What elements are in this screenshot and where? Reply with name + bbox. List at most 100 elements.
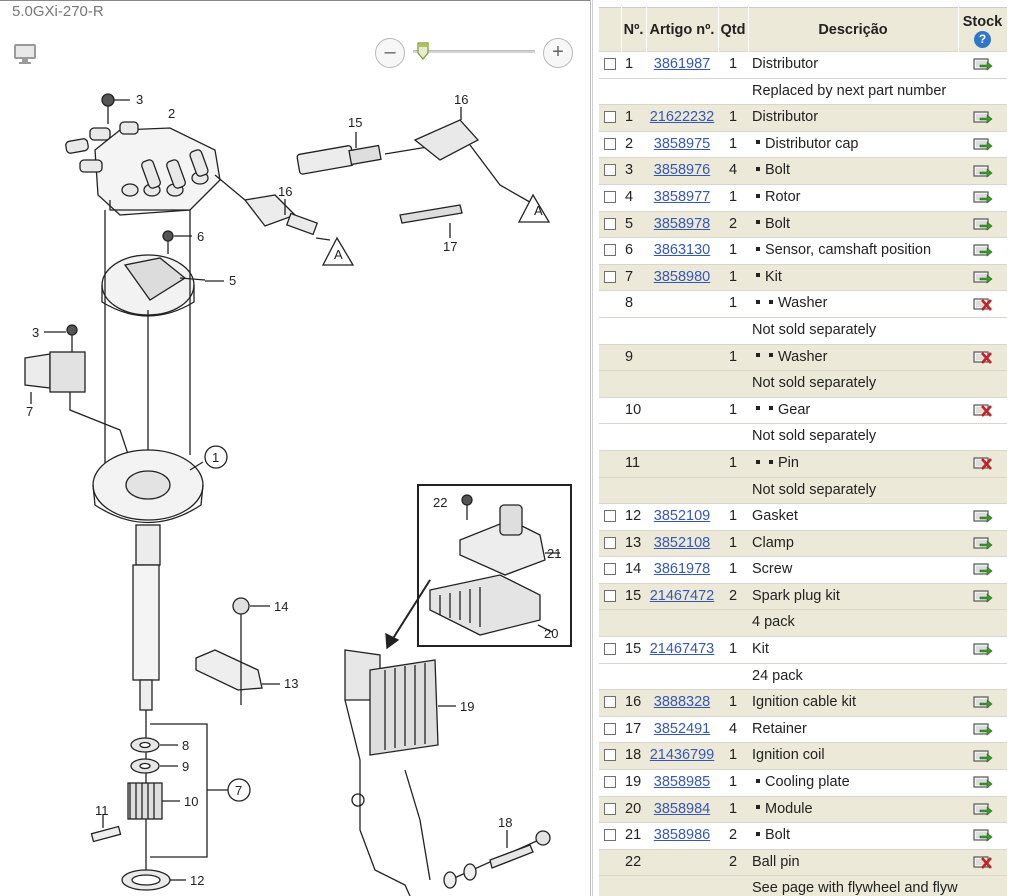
article-cell: 3852108	[646, 529, 718, 557]
zoom-slider-handle[interactable]	[417, 42, 429, 60]
row-checkbox[interactable]	[604, 563, 616, 576]
select-cell	[599, 556, 621, 584]
description-text: Distributor cap	[765, 135, 859, 152]
stock-available-icon[interactable]	[972, 136, 993, 152]
description-text: Washer	[778, 348, 828, 365]
article-link[interactable]: 3858975	[653, 135, 711, 152]
description-text: Bolt	[765, 827, 790, 844]
stock-available-icon[interactable]	[972, 827, 993, 843]
help-icon[interactable]: ?	[974, 30, 991, 48]
stock-available-icon[interactable]	[972, 747, 993, 763]
stock-available-icon[interactable]	[972, 269, 993, 285]
article-link[interactable]: 3858984	[653, 800, 711, 817]
callout-7: 7	[235, 783, 242, 798]
stock-available-icon[interactable]	[972, 774, 993, 790]
article-cell: 3858984	[646, 795, 718, 823]
stock-available-icon[interactable]	[972, 561, 993, 577]
description-text: Gasket	[752, 508, 798, 525]
stock-available-icon[interactable]	[972, 801, 993, 817]
stock-cell	[958, 848, 1007, 876]
stock-available-icon[interactable]	[972, 216, 993, 232]
table-row-note: 4 pack	[599, 609, 1007, 637]
stock-available-icon[interactable]	[972, 588, 993, 604]
article-link[interactable]: 3858985	[653, 774, 711, 791]
stock-available-icon[interactable]	[972, 56, 993, 72]
article-link[interactable]: 3858976	[653, 162, 711, 179]
article-link[interactable]: 3852109	[653, 508, 711, 525]
stock-header-label: Stock	[962, 13, 1003, 30]
article-link[interactable]: 3858977	[653, 188, 711, 205]
article-cell: 21622232	[646, 104, 718, 132]
indent-bullet	[756, 353, 760, 358]
row-checkbox[interactable]	[604, 111, 616, 124]
stock-cell	[958, 715, 1007, 743]
row-checkbox[interactable]	[604, 244, 616, 257]
article-link[interactable]: 3888328	[653, 694, 711, 711]
article-link[interactable]: 21467472	[649, 587, 715, 604]
article-link[interactable]: 21436799	[649, 747, 715, 764]
row-checkbox[interactable]	[604, 270, 616, 283]
stock-cell	[958, 104, 1007, 132]
row-checkbox[interactable]	[604, 536, 616, 549]
article-link[interactable]: 3852491	[653, 720, 711, 737]
stock-unavailable-icon[interactable]	[972, 295, 993, 311]
row-checkbox[interactable]	[604, 164, 616, 177]
zoom-slider-track[interactable]	[413, 50, 535, 53]
stock-available-icon[interactable]	[972, 242, 993, 258]
stock-available-icon[interactable]	[972, 109, 993, 125]
row-checkbox[interactable]	[604, 749, 616, 762]
article-link[interactable]: 3852108	[653, 534, 711, 551]
stock-cell	[958, 130, 1007, 158]
row-checkbox[interactable]	[604, 58, 616, 70]
article-link[interactable]: 3858986	[653, 827, 711, 844]
stock-available-icon[interactable]	[972, 694, 993, 710]
row-checkbox[interactable]	[604, 217, 616, 230]
row-checkbox[interactable]	[604, 696, 616, 709]
article-link[interactable]: 3861978	[653, 561, 711, 578]
stock-unavailable-icon[interactable]	[972, 349, 993, 365]
article-link[interactable]: 21622232	[649, 109, 715, 126]
row-checkbox[interactable]	[604, 510, 616, 523]
stock-available-icon[interactable]	[972, 508, 993, 524]
stock-available-icon[interactable]	[972, 162, 993, 178]
article-link[interactable]: 3858980	[653, 268, 711, 285]
stock-unavailable-icon[interactable]	[972, 854, 993, 870]
zoom-out-button[interactable]: –	[375, 38, 405, 68]
stock-available-icon[interactable]	[972, 189, 993, 205]
article-link[interactable]: 3861987	[653, 56, 711, 72]
description-text: Distributor	[752, 56, 819, 72]
description-cell: Distributor	[748, 51, 958, 79]
callout-17: 17	[443, 239, 457, 254]
zoom-in-button[interactable]: +	[543, 38, 573, 68]
callout-9: 9	[182, 759, 189, 774]
row-note: Not sold separately	[748, 370, 958, 398]
stock-unavailable-icon[interactable]	[972, 455, 993, 471]
row-checkbox[interactable]	[604, 802, 616, 815]
article-link[interactable]: 3863130	[653, 242, 711, 259]
stock-cell	[958, 556, 1007, 584]
stock-available-icon[interactable]	[972, 721, 993, 737]
callout-15: 15	[348, 115, 362, 130]
row-checkbox[interactable]	[604, 829, 616, 842]
monitor-icon[interactable]	[12, 42, 38, 66]
row-checkbox[interactable]	[604, 137, 616, 150]
stock-unavailable-icon[interactable]	[972, 402, 993, 418]
row-checkbox[interactable]	[604, 776, 616, 789]
stock-available-icon[interactable]	[972, 641, 993, 657]
stock-available-icon[interactable]	[972, 535, 993, 551]
article-link[interactable]: 3858978	[653, 215, 711, 232]
description-cell: Module	[748, 795, 958, 823]
row-note: Not sold separately	[748, 476, 958, 504]
quantity: 2	[718, 582, 748, 610]
row-checkbox[interactable]	[604, 190, 616, 203]
row-checkbox[interactable]	[604, 589, 616, 602]
row-checkbox[interactable]	[604, 722, 616, 735]
row-checkbox[interactable]	[604, 643, 616, 656]
article-link[interactable]: 21467473	[649, 641, 715, 658]
